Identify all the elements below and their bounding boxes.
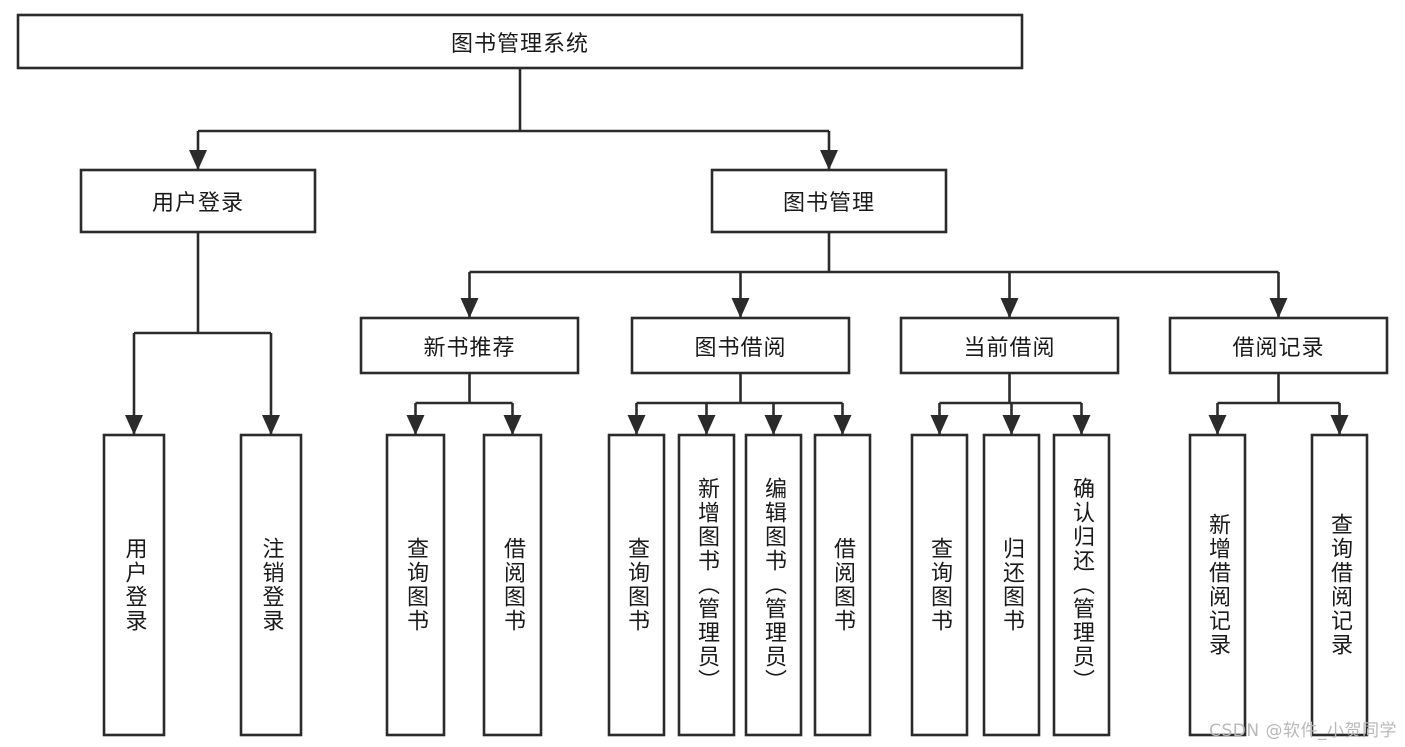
edge-current-arrow-0: [930, 415, 949, 435]
edge-record-arrow-0: [1208, 415, 1227, 435]
node-l3-3[interactable]: [1168, 316, 1389, 375]
edge-root-arrow-1: [820, 150, 838, 170]
node-leaf-4[interactable]: [607, 433, 666, 737]
edge-borrow-arrow-3: [833, 415, 852, 435]
edges-layer: [125, 68, 1349, 435]
node-l3-0[interactable]: [359, 316, 580, 375]
node-leaf-7[interactable]: [813, 433, 872, 737]
edge-new-arrow-1: [503, 415, 522, 435]
node-l2-0[interactable]: [79, 168, 317, 234]
edge-current-arrow-2: [1072, 415, 1091, 435]
node-leaf-9[interactable]: [982, 433, 1041, 737]
edge-current-arrow-1: [1002, 415, 1021, 435]
node-l3-1[interactable]: [630, 316, 851, 375]
node-l2-1[interactable]: [710, 168, 948, 234]
node-root-system[interactable]: [16, 13, 1024, 70]
edge-borrow-arrow-1: [697, 415, 716, 435]
edge-book-arrow-1: [731, 298, 750, 318]
node-leaf-3[interactable]: [482, 433, 543, 737]
edge-record-arrow-1: [1330, 415, 1349, 435]
node-leaf-0[interactable]: [102, 433, 166, 737]
node-leaf-1[interactable]: [239, 433, 303, 737]
edge-book-arrow-3: [1269, 298, 1288, 318]
node-leaf-5[interactable]: [677, 433, 736, 737]
node-leaf-8[interactable]: [910, 433, 969, 737]
node-leaf-11[interactable]: [1188, 433, 1247, 737]
edge-user-arrow-0: [125, 415, 143, 435]
node-leaf-6[interactable]: [744, 433, 803, 737]
edge-borrow-arrow-2: [764, 415, 783, 435]
edge-root-arrow-0: [189, 150, 207, 170]
edge-book-arrow-0: [460, 298, 479, 318]
node-leaf-2[interactable]: [385, 433, 446, 737]
node-leaf-12[interactable]: [1310, 433, 1369, 737]
edge-book-arrow-2: [1000, 298, 1019, 318]
edge-new-arrow-0: [406, 415, 425, 435]
boxes-layer: [16, 13, 1389, 737]
edge-borrow-arrow-0: [627, 415, 646, 435]
edge-user-arrow-1: [262, 415, 280, 435]
node-leaf-10[interactable]: [1052, 433, 1111, 737]
node-l3-2[interactable]: [899, 316, 1120, 375]
